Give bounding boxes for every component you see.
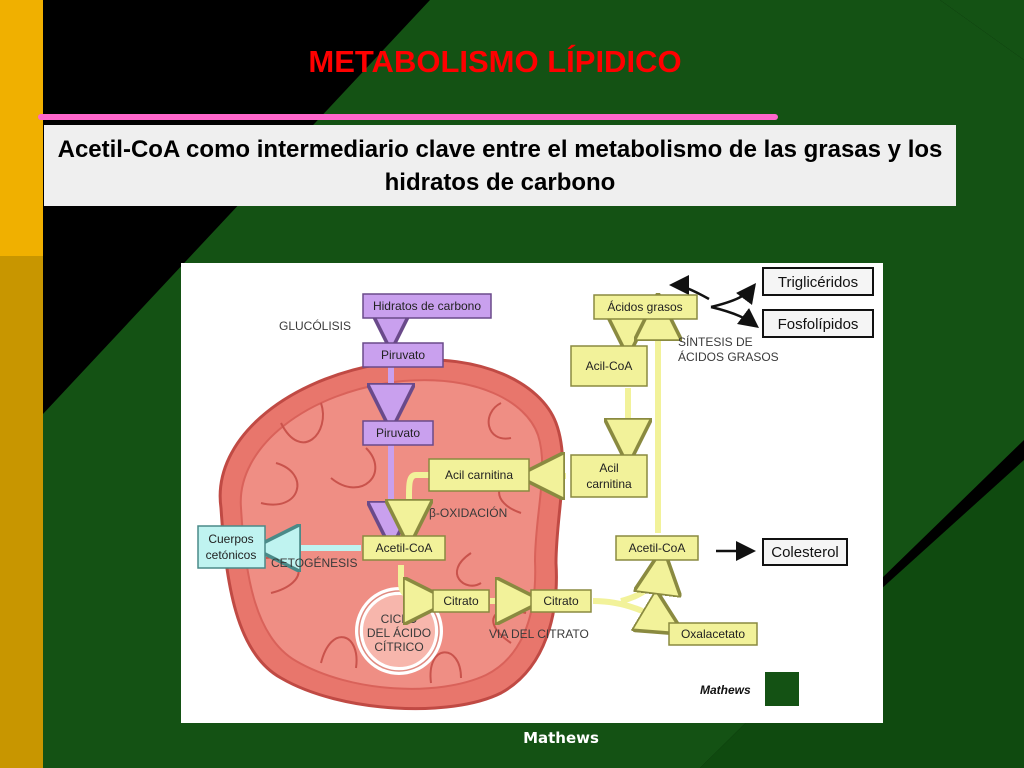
label-glucolisis: GLUCÓLISIS [279, 318, 351, 333]
svg-text:Acil carnitina: Acil carnitina [445, 468, 513, 482]
svg-text:Oxalacetato: Oxalacetato [681, 627, 745, 641]
node-acetil-coa-cyto: Acetil-CoA [615, 535, 699, 561]
synthesis-arrows [669, 275, 760, 561]
svg-text:Acil-CoA: Acil-CoA [586, 359, 633, 373]
green-square [765, 672, 799, 706]
label-beta-oxidacion: β-OXIDACIÓN [429, 505, 507, 520]
node-cuerpos-cetonicos: Cuerpos cetónicos [197, 525, 266, 569]
label-ciclo-1: CICLO [381, 612, 418, 626]
title-underline [38, 114, 778, 120]
svg-text:Hidratos de carbono: Hidratos de carbono [373, 299, 481, 313]
node-trigliceridos: Triglicéridos [762, 267, 874, 296]
svg-text:Piruvato: Piruvato [376, 426, 420, 440]
slide-subtitle: Acetil-CoA como intermediario clave entr… [57, 136, 943, 196]
subtitle-box: Acetil-CoA como intermediario clave entr… [44, 125, 956, 206]
label-sintesis-1: SÍNTESIS DE [678, 334, 753, 349]
slide-credit: Mathews [523, 729, 599, 747]
node-acil-carnitina-mito: Acil carnitina [428, 458, 530, 492]
node-fosfolipidos: Fosfolípidos [762, 309, 874, 338]
svg-text:Fosfolípidos: Fosfolípidos [778, 316, 859, 333]
node-hidratos: Hidratos de carbono [362, 293, 492, 319]
svg-text:Piruvato: Piruvato [381, 348, 425, 362]
svg-text:carnitina: carnitina [586, 477, 632, 491]
svg-text:Citrato: Citrato [443, 594, 479, 608]
node-acil-coa: Acil-CoA [570, 345, 648, 387]
svg-text:Colesterol: Colesterol [771, 544, 839, 561]
svg-text:cetónicos: cetónicos [206, 548, 257, 562]
figure-credit: Mathews [700, 683, 751, 697]
node-acetil-coa-mito: Acetil-CoA [362, 535, 446, 561]
node-acil-carnitina-cyto: Acil carnitina [570, 454, 648, 498]
label-ciclo-2: DEL ÁCIDO [367, 625, 431, 640]
svg-text:Citrato: Citrato [543, 594, 579, 608]
node-acidos-grasos: Ácidos grasos [593, 294, 698, 320]
label-sintesis-2: ÁCIDOS GRASOS [678, 349, 779, 364]
node-colesterol: Colesterol [762, 538, 848, 566]
node-piruvato-2: Piruvato [362, 420, 434, 446]
svg-text:Acil: Acil [599, 461, 618, 475]
svg-text:Acetil-CoA: Acetil-CoA [376, 541, 433, 555]
pathway-arrows [401, 311, 669, 625]
label-cetogenesis: CETOGÉNESIS [271, 555, 357, 570]
node-citrato-2: Citrato [530, 589, 592, 613]
node-piruvato-1: Piruvato [362, 342, 444, 368]
svg-text:Ácidos grasos: Ácidos grasos [607, 299, 682, 314]
metabolism-diagram: CICLO DEL ÁCIDO CÍTRICO [181, 263, 883, 723]
label-via-citrato: VIA DEL CITRATO [489, 627, 589, 641]
slide-title: METABOLISMO LÍPIDICO [308, 44, 682, 79]
svg-text:Triglicéridos: Triglicéridos [778, 274, 858, 291]
svg-text:Cuerpos: Cuerpos [208, 532, 253, 546]
node-citrato-1: Citrato [432, 589, 490, 613]
label-ciclo-3: CÍTRICO [374, 639, 423, 654]
diagram-canvas: CICLO DEL ÁCIDO CÍTRICO [197, 267, 874, 711]
svg-text:Acetil-CoA: Acetil-CoA [629, 541, 686, 555]
node-oxalacetato: Oxalacetato [668, 622, 758, 646]
